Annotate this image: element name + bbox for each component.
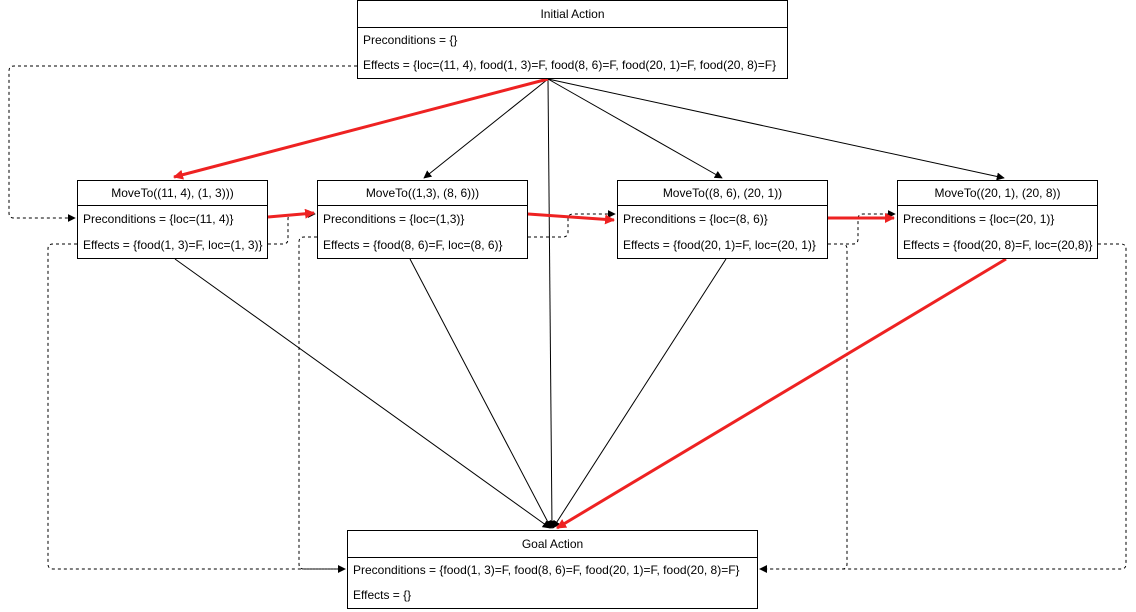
edge-move2-to-goal [409, 258, 552, 529]
move-action-preconditions: Preconditions = {loc=(11, 4)} [83, 212, 234, 226]
ordering-move1-to-move2 [268, 210, 316, 245]
edge-initial-to-move4 [547, 78, 1005, 181]
move-action-node-1: MoveTo((11, 4), (1, 3))) Preconditions =… [77, 180, 268, 259]
goal-action-node: Goal Action Preconditions = {food(1, 3)=… [347, 530, 758, 609]
plan-edge-move1-to-move2 [267, 208, 315, 219]
plan-edge-initial-to-move1 [173, 77, 549, 180]
move-action-preconditions: Preconditions = {loc=(8, 6)} [623, 212, 768, 226]
move-action-effects: Effects = {food(1, 3)=F, loc=(1, 3)} [83, 238, 263, 252]
move-action-effects: Effects = {food(20, 1)=F, loc=(20, 1)} [623, 238, 816, 252]
edge-initial-to-move2 [423, 78, 549, 179]
ordering-move3-to-goal [759, 243, 848, 573]
initial-action-effects: Effects = {loc=(11, 4), food(1, 3)=F, fo… [363, 58, 777, 72]
plan-edge-move2-to-move3 [527, 212, 615, 225]
ordering-move3-to-move4 [828, 210, 896, 245]
initial-action-node: Initial Action Preconditions = {} Effect… [357, 0, 788, 79]
ordering-move2-to-goal [298, 236, 346, 573]
move-action-title: MoveTo((1,3), (8, 6))) [318, 181, 527, 206]
move-action-effects: Effects = {food(8, 6)=F, loc=(8, 6)} [323, 238, 503, 252]
move-action-title: MoveTo((11, 4), (1, 3))) [78, 181, 267, 206]
ordering-initial-to-move1 [8, 65, 357, 222]
initial-action-preconditions: Preconditions = {} [363, 33, 458, 47]
move-action-preconditions: Preconditions = {loc=(1,3)} [323, 212, 465, 226]
move-action-title: MoveTo((20, 1), (20, 8)) [898, 181, 1097, 206]
move-action-title: MoveTo((8, 6), (20, 1)) [618, 181, 827, 206]
move-action-node-2: MoveTo((1,3), (8, 6))) Preconditions = {… [317, 180, 528, 259]
move-action-preconditions: Preconditions = {loc=(20, 1)} [903, 212, 1055, 226]
ordering-move4-to-goal [759, 243, 1127, 573]
ordering-move2-to-move3 [528, 210, 616, 238]
goal-action-title: Goal Action [348, 531, 757, 558]
ordering-move1-to-goal [47, 243, 346, 573]
edge-initial-to-move3 [547, 78, 723, 179]
move-action-node-3: MoveTo((8, 6), (20, 1)) Preconditions = … [617, 180, 828, 259]
plan-edge-move4-to-goal [556, 257, 1007, 530]
edge-initial-to-goal [547, 78, 556, 529]
edge-move1-to-goal [174, 258, 551, 529]
edge-move3-to-goal [552, 258, 727, 529]
initial-action-title: Initial Action [358, 1, 787, 28]
goal-action-effects: Effects = {} [353, 588, 412, 602]
move-action-node-4: MoveTo((20, 1), (20, 8)) Preconditions =… [897, 180, 1098, 259]
move-action-effects: Effects = {food(20, 8)=F, loc=(20,8)} [903, 238, 1093, 252]
goal-action-preconditions: Preconditions = {food(1, 3)=F, food(8, 6… [353, 563, 740, 577]
